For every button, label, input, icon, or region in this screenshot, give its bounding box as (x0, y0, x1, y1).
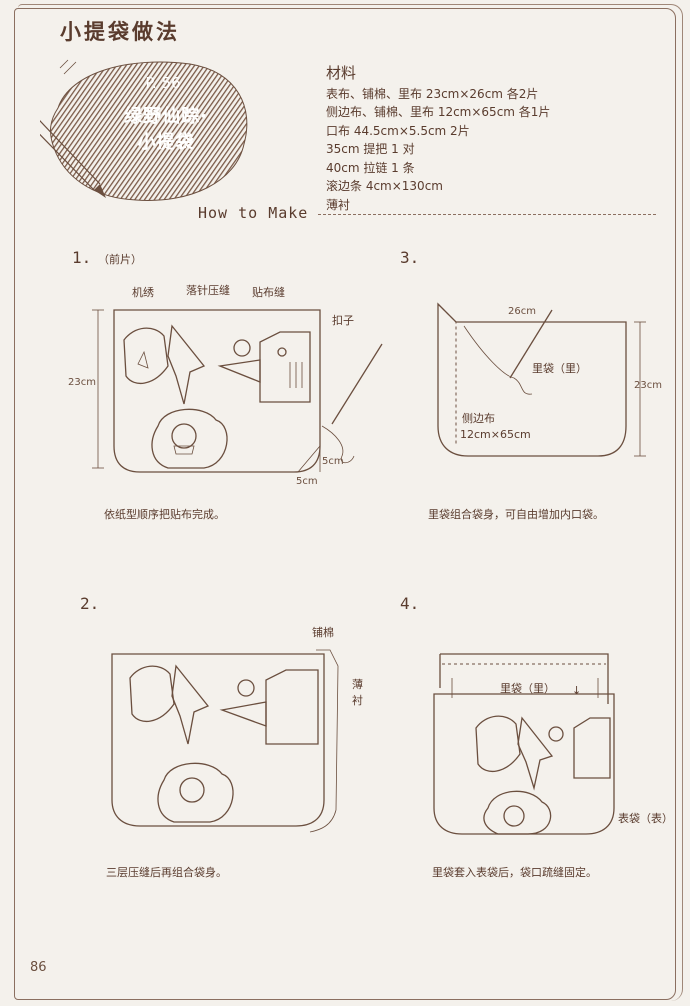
dim-height: 23cm (68, 377, 96, 388)
step-4-number: 4. (400, 594, 420, 613)
step-3-diagram (437, 302, 646, 457)
material-item: 滚边条 4cm×130cm (326, 179, 443, 193)
step-2-number: 2. (80, 594, 100, 613)
label-lining: 里袋（里） (500, 682, 555, 695)
label-interfacing-1: 薄 (352, 678, 363, 691)
material-item: 表布、铺棉、里布 23cm×26cm 各2片 (326, 86, 539, 101)
label-lining: 里袋（里） (532, 362, 587, 375)
how-to-divider (318, 214, 656, 215)
label-button: 扣子 (332, 314, 354, 327)
material-item: 35cm 提把 1 对 (326, 142, 415, 156)
page-number: 86 (30, 960, 47, 975)
badge-page-ref: P. 56 (145, 74, 181, 92)
pencil-scribble-badge (40, 59, 248, 201)
step-2-caption: 三层压缝后再组合袋身。 (106, 866, 227, 879)
step-3-number: 3. (400, 248, 420, 267)
pencil-icon (40, 120, 106, 198)
material-item: 薄衬 (326, 197, 351, 212)
arrow-down-icon: ↓ (572, 684, 582, 697)
page-title: 小提袋做法 (60, 20, 180, 44)
step-1-number: 1. (72, 248, 92, 267)
label-machine-embroidery: 机绣 (132, 286, 154, 299)
step-4-caption: 里袋套入表袋后，袋口疏缝固定。 (432, 866, 597, 879)
label-side-size: 12cm×65cm (460, 428, 531, 441)
materials-heading: 材料 (326, 64, 357, 82)
badge-title-line1: 绿野仙踪· (124, 106, 208, 127)
dim-corner-vertical: 5cm (322, 456, 344, 467)
step-1-caption: 依纸型顺序把贴布完成。 (104, 508, 225, 521)
label-interfacing-2: 衬 (352, 694, 363, 707)
step-2-diagram (111, 649, 339, 833)
dim-height: 23cm (634, 380, 662, 391)
step-4-diagram (433, 653, 615, 835)
dim-width: 26cm (508, 306, 536, 317)
dim-corner-horizontal: 5cm (296, 476, 318, 487)
material-item: 口布 44.5cm×5.5cm 2片 (326, 123, 470, 138)
label-applique: 贴布缝 (252, 286, 285, 299)
label-outer-bag: 表袋（表） (618, 812, 673, 825)
material-item: 40cm 拉链 1 条 (326, 160, 415, 175)
page-edge (18, 4, 683, 1001)
label-side-panel: 侧边布 (462, 412, 495, 425)
badge-title-line2: 小提袋 (137, 132, 195, 153)
material-item: 侧边布、铺棉、里布 12cm×65cm 各1片 (326, 105, 551, 119)
page-border (14, 8, 676, 1000)
label-batting: 铺棉 (312, 626, 334, 639)
step-1-diagram (92, 309, 383, 473)
step-1-subtitle: （前片） (98, 253, 142, 266)
label-stitch-in-ditch: 落针压缝 (186, 284, 230, 297)
how-to-heading: How to Make (198, 204, 309, 222)
materials-list: 材料 表布、铺棉、里布 23cm×26cm 各2片 侧边布、铺棉、里布 12cm… (326, 64, 550, 214)
step-3-caption: 里袋组合袋身，可自由增加内口袋。 (428, 508, 604, 521)
